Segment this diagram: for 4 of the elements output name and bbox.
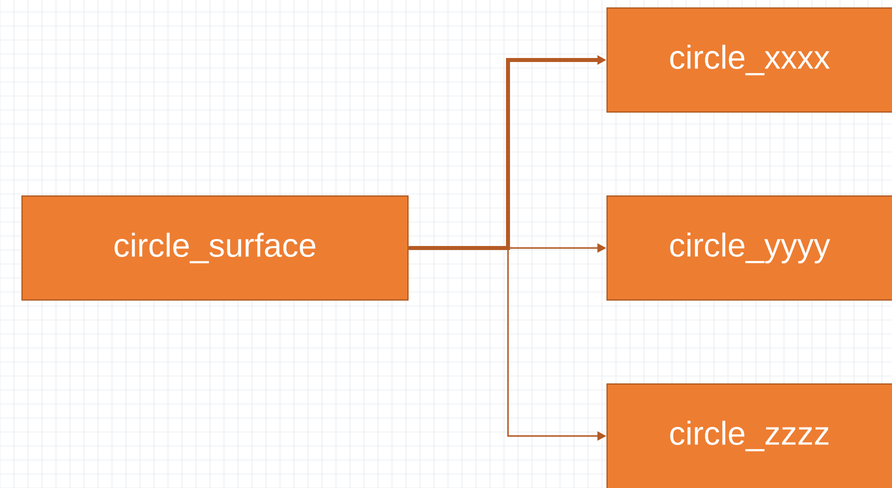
- process-box: circle_yyyy: [606, 195, 892, 301]
- process-box: circle_xxxx: [606, 7, 892, 113]
- process-box: circle_surface: [21, 195, 409, 301]
- process-box: circle_zzzz: [606, 383, 892, 488]
